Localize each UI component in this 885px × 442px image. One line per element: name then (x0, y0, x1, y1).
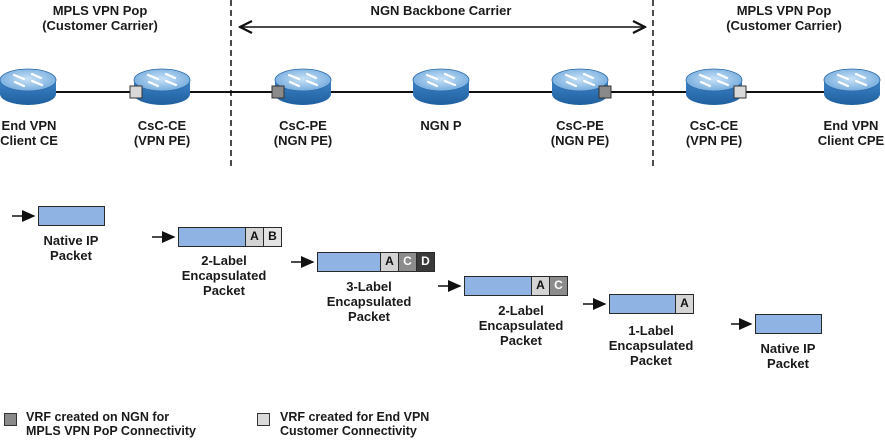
device-label-csc-pe-right: CsC-PE(NGN PE) (550, 118, 610, 148)
vrf-interface-marker (598, 85, 612, 99)
mpls-label-c: C (398, 251, 417, 272)
packet-1-label-a: A (609, 293, 694, 314)
device-label-csc-pe-left: CsC-PE(NGN PE) (273, 118, 333, 148)
region-title-center-line1: NGN Backbone Carrier (370, 3, 512, 18)
region-title-right-line1: MPLS VPN Pop (736, 3, 832, 18)
packet-3-label-acd: A C D (317, 251, 435, 272)
region-title-right: MPLS VPN Pop (Customer Carrier) (726, 3, 842, 33)
region-title-left: MPLS VPN Pop (Customer Carrier) (42, 3, 158, 33)
device-label-csc-ce-left: CsC-CE(VPN PE) (133, 118, 191, 148)
mpls-label-b: B (263, 226, 282, 247)
region-title-center: NGN Backbone Carrier (371, 3, 512, 18)
router-icon (412, 68, 470, 105)
mpls-label-d: D (416, 251, 435, 272)
mpls-label-a: A (380, 251, 399, 272)
router-icon (685, 68, 743, 105)
vrf-interface-marker (271, 85, 285, 99)
region-title-left-line1: MPLS VPN Pop (52, 3, 148, 18)
mpls-label-a: A (531, 275, 550, 296)
packet-native-ip-ingress (38, 206, 105, 226)
device-label-csc-ce-right: CsC-CE(VPN PE) (685, 118, 743, 148)
packet-native-ip-egress (755, 314, 822, 334)
packet-2-label-ac: A C (464, 275, 568, 296)
mpls-label-a: A (675, 293, 694, 314)
router-icon (0, 68, 57, 105)
mpls-label-a: A (245, 226, 264, 247)
mpls-label-c: C (549, 275, 568, 296)
legend-swatch-customer-vrf (257, 413, 270, 426)
region-title-right-line2: (Customer Carrier) (726, 18, 842, 33)
device-label-ngn-p: NGN P (420, 118, 462, 133)
router-icon (133, 68, 191, 105)
vrf-interface-marker (129, 85, 143, 99)
vrf-interface-marker (733, 85, 747, 99)
legend-swatch-ngn-vrf (4, 413, 17, 426)
router-icon (551, 68, 609, 105)
packet-2-label-ab: A B (178, 226, 282, 247)
router-icon (823, 68, 881, 105)
router-icon (274, 68, 332, 105)
region-title-left-line2: (Customer Carrier) (42, 18, 158, 33)
